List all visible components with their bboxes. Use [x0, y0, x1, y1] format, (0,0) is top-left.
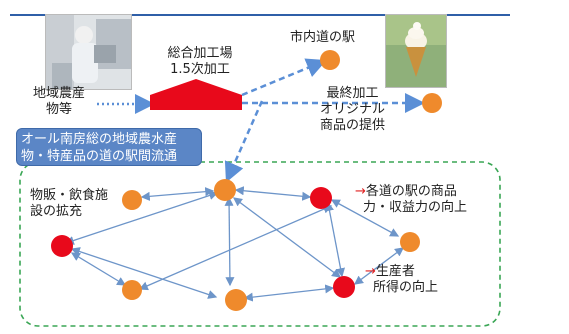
factory-worker-photo-icon [45, 14, 132, 90]
regional-products-line1: 地域農産 [32, 86, 85, 101]
expand-line2: 設の拡充 [30, 204, 83, 219]
network-banner: オール南房総の地域農水産 物・特産品の道の駅間流通 [16, 128, 202, 166]
factory-to-network-arrow [224, 100, 264, 183]
factory-shape [150, 79, 242, 110]
node-network-highlight [333, 276, 355, 298]
final-processing-line3: 商品の提供 [319, 118, 385, 133]
edge [138, 204, 333, 291]
profit-improvement-label: →各道の駅の商品 力・収益力の向上 [355, 184, 467, 216]
edge [234, 186, 312, 201]
node-network [225, 289, 247, 311]
edge [243, 284, 335, 302]
network-boundary [19, 161, 501, 327]
top-rule [10, 14, 510, 16]
soft-serve-icecream-photo-icon [385, 14, 447, 88]
profit-line2: 力・収益力の向上 [363, 200, 468, 215]
regional-products-line2: 物等 [45, 102, 72, 117]
final-processing-label: 最終加工 オリジナル 商品の提供 [305, 86, 400, 134]
final-processing-line1: 最終加工 [326, 86, 379, 101]
edge [70, 252, 127, 286]
regional-products-label: 地域農産 物等 [20, 86, 98, 118]
red-arrow-icon: → [355, 184, 366, 199]
producer-income-label: →生産者 所得の向上 [365, 264, 438, 296]
node-network-highlight [51, 235, 73, 257]
node-station-city [320, 50, 340, 70]
expand-line1: 物販・飲食施 [30, 188, 109, 203]
node-network [214, 179, 236, 201]
node-network [122, 190, 142, 210]
income-line2: 所得の向上 [373, 280, 439, 295]
node-network [400, 232, 420, 252]
edge [232, 197, 342, 278]
edge [325, 201, 345, 278]
node-network-highlight [310, 187, 332, 209]
factory-title: 総合加工場 1.5次加工 [155, 46, 245, 78]
income-line1: →生産者 [365, 264, 415, 279]
edge [330, 199, 400, 237]
edge [353, 247, 405, 285]
edge [224, 196, 235, 287]
profit-line1: →各道の駅の商品 [355, 184, 457, 199]
station-city-label: 市内道の駅 [290, 30, 356, 45]
node-network [122, 280, 142, 300]
banner-line2: 物・特産品の道の駅間流通 [21, 149, 178, 164]
red-arrow-icon: → [365, 264, 376, 279]
banner-line1: オール南房総の地域農水産 [21, 132, 178, 147]
factory-title-line2: 1.5次加工 [170, 62, 230, 77]
edge [140, 187, 215, 201]
factory-to-station-arrow [241, 58, 327, 97]
edge [70, 247, 218, 299]
node-final-processing [422, 93, 442, 113]
expand-facilities-label: 物販・飲食施 設の拡充 [30, 188, 108, 220]
factory-title-line1: 総合加工場 [167, 46, 233, 61]
final-processing-line2: オリジナル [319, 102, 385, 117]
